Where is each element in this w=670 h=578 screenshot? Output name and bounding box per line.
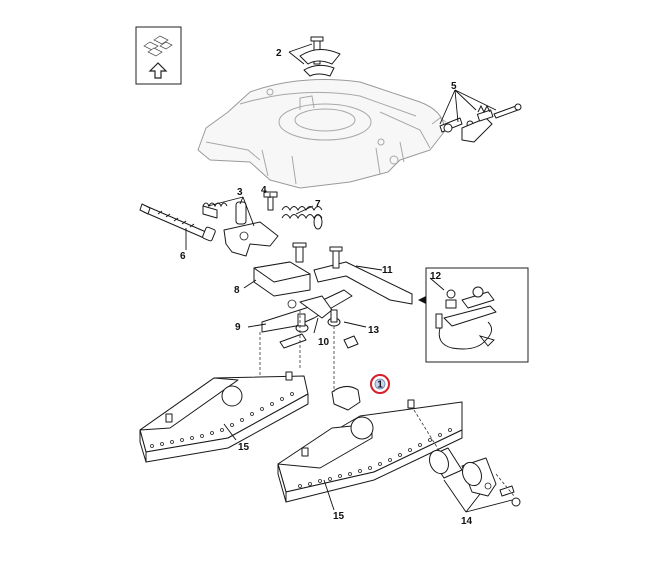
part-15-left-frame [139,371,309,463]
part-9-10-linkage [261,289,359,349]
part-4-bolt [263,191,278,211]
callout-11-label: 11 [382,265,393,276]
part-15-right-frame [277,386,463,503]
callout-6-label: 6 [180,251,186,262]
callout-15-left-label: 15 [238,442,250,453]
callout-1-label: 1 [377,380,383,391]
callout-4-label: 4 [261,185,267,196]
callout-5-label: 5 [451,81,457,92]
part-5-pin-assembly [439,103,522,143]
callout-10-label: 10 [318,337,330,348]
part-7-spring-bolt [281,206,323,263]
callout-labels: 2 3 4 5 6 7 8 9 10 11 12 13 14 15 15 [180,48,473,527]
view-direction-arrow-icon [135,26,182,85]
callout-12-label: 12 [430,271,442,282]
callout-8-label: 8 [234,285,240,296]
callout-7-label: 7 [315,199,321,210]
left-frame-holes [150,392,294,448]
fifth-wheel-top-plate-ghost [197,79,447,189]
assembly-dashed-lines [259,310,515,497]
callout-9-label: 9 [235,322,241,333]
callout-2-label: 2 [276,48,282,59]
part-11-lever-rod [313,246,413,305]
part-6-threaded-rod [139,203,216,242]
part-8-block [253,261,311,297]
callout-13-label: 13 [368,325,380,336]
part-14-bushing-set [429,447,521,507]
callout-1-highlight[interactable]: 1 [370,374,390,394]
part-3-lever-set [202,201,279,257]
callout-15-right-label: 15 [333,511,345,522]
callout-3-label: 3 [237,187,243,198]
callout-leader-lines [185,43,513,513]
callout-14-label: 14 [461,516,473,527]
part-2-bolt-clip [299,36,341,77]
inset-pointer-arrow-icon [418,296,426,304]
part-12-detail-inset [425,267,529,363]
